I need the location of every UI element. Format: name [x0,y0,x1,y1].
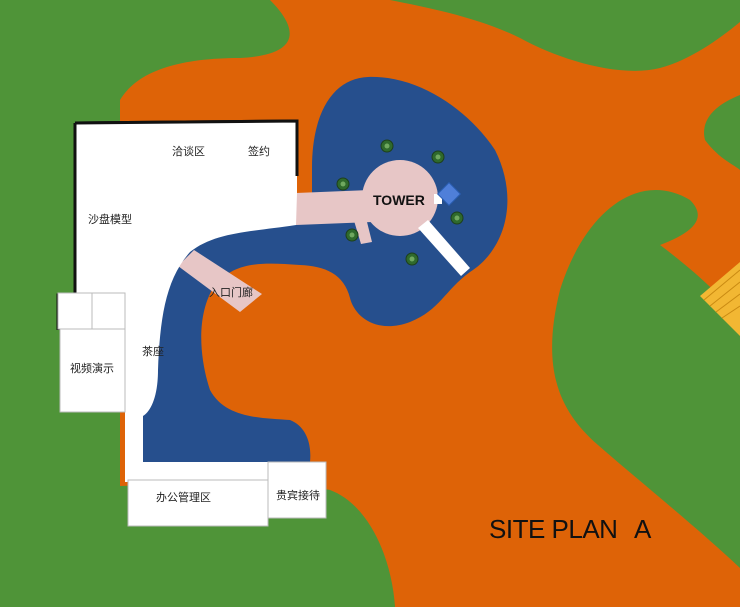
label-video: 视频演示 [70,361,114,375]
shrub-icon [336,177,350,191]
shrub-icon [431,150,445,164]
marker-square-icon [436,181,462,207]
shrub-icon [380,139,394,153]
label-signing: 签约 [248,144,270,158]
label-negotiation: 洽谈区 [172,145,205,158]
lawn-right-notch [704,95,740,170]
label-office: 办公管理区 [156,490,211,504]
stairs [700,262,740,336]
room-vip [267,461,327,519]
lawn-bottom-left [300,492,395,607]
tower-circle [362,160,438,236]
label-tea: 茶座 [142,344,164,358]
pier [418,220,470,276]
label-tower: TOWER [373,192,425,208]
entrance-corridor-path [178,250,262,312]
room-upper-left-b [91,292,126,330]
tower-connector [434,194,442,204]
room-video [59,328,126,413]
shrub-icon [450,211,464,225]
plan-title: SITE PLAN [489,514,617,544]
label-sand-table: 沙盘模型 [88,212,132,226]
main-building-fill [75,121,297,462]
room-upper-left-a [57,292,93,330]
shrub-icon [405,252,419,266]
lawn-right-upper [390,0,740,71]
room-office [127,479,269,527]
shrub-icon [345,228,359,242]
label-entrance-corridor: 入口门廊 [209,285,253,299]
label-vip: 贵宾接待 [276,488,320,502]
plan-letter: A [634,514,652,544]
walkway-stub [352,214,372,244]
